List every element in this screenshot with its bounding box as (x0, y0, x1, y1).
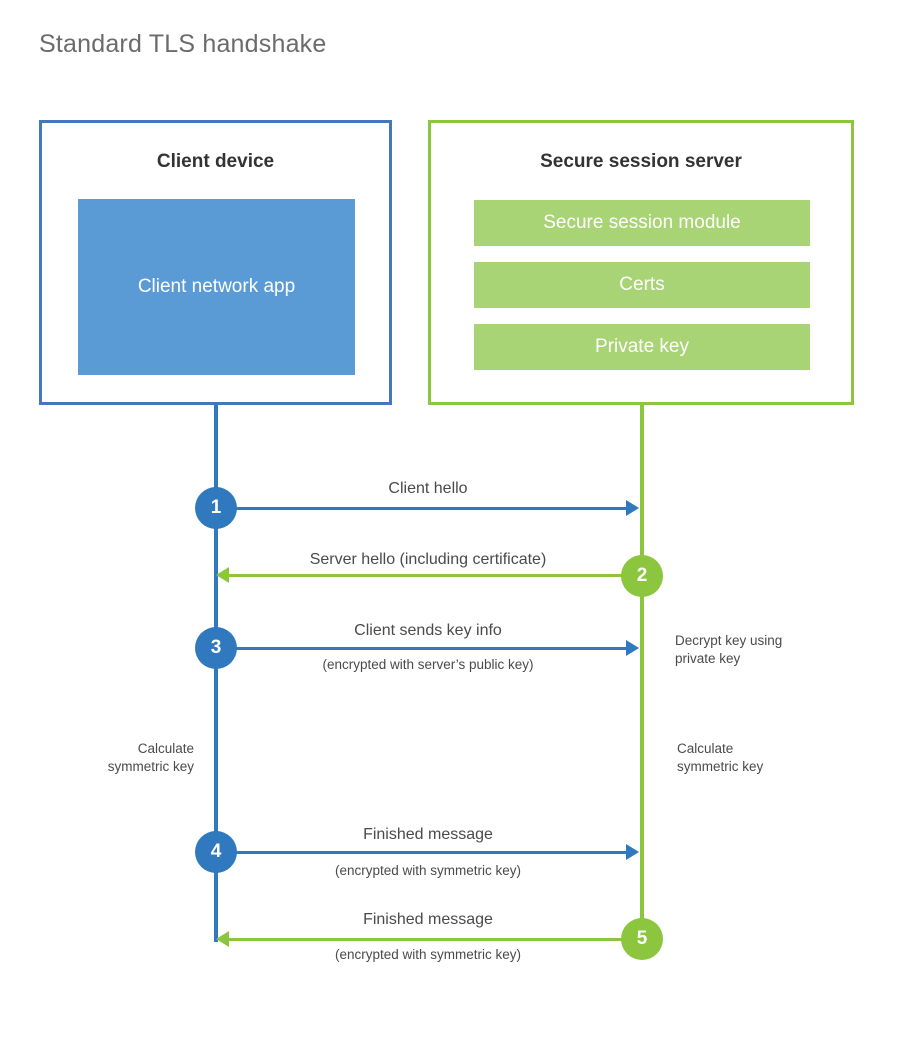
annotation-client-calc-line-1: Calculate (137, 741, 194, 756)
secure-session-server-title: Secure session server (540, 151, 742, 172)
step-1-arrow-line (216, 507, 626, 510)
server-module-list: Secure session module Certs Private key (474, 200, 810, 370)
step-5-label: Finished message (363, 911, 493, 928)
server-module-secure-session-module: Secure session module (474, 200, 810, 246)
step-2-badge: 2 (621, 555, 663, 597)
step-3-arrow-head-right-icon (626, 640, 639, 656)
step-1-label: Client hello (388, 480, 468, 497)
step-4-arrow-line (216, 851, 626, 854)
client-network-app-block: Client network app (78, 199, 355, 375)
client-device-title: Client device (156, 151, 275, 172)
annotation-server-calc-line-1: Calculate (677, 741, 734, 756)
step-3-arrow-line (216, 647, 626, 650)
step-2-arrow-line (228, 574, 628, 577)
annotation-server-decrypt: Decrypt key using private key (675, 632, 875, 668)
annotation-server-decrypt-line-2: private key (675, 651, 741, 667)
page-title: Standard TLS handshake (39, 30, 327, 58)
step-3-sublabel: (encrypted with server’s public key) (322, 657, 534, 672)
step-1-badge: 1 (195, 487, 237, 529)
annotation-server-calc-line-2: symmetric key (677, 759, 764, 775)
client-device-box: Client device Client network app (39, 120, 392, 405)
step-5-badge: 5 (621, 918, 663, 960)
step-5-arrow-line (228, 938, 628, 941)
server-module-private-key: Private key (474, 324, 810, 370)
server-lifeline (640, 405, 644, 939)
step-5-arrow-head-left-icon (216, 931, 229, 947)
step-2-arrow-head-left-icon (216, 567, 229, 583)
step-1-arrow-head-right-icon (626, 500, 639, 516)
step-4-sublabel: (encrypted with symmetric key) (334, 863, 522, 878)
step-3-badge: 3 (195, 627, 237, 669)
server-module-certs: Certs (474, 262, 810, 308)
step-4-arrow-head-right-icon (626, 844, 639, 860)
client-lifeline (214, 405, 218, 942)
step-4-badge: 4 (195, 831, 237, 873)
step-4-label: Finished message (363, 826, 493, 843)
step-5-sublabel: (encrypted with symmetric key) (334, 947, 522, 962)
annotation-server-calculate-symmetric-key: Calculate symmetric key (677, 740, 877, 776)
annotation-client-calculate-symmetric-key: Calculate symmetric key (20, 740, 194, 776)
annotation-server-decrypt-line-1: Decrypt key using (675, 633, 783, 648)
step-2-label: Server hello (including certificate) (309, 551, 547, 568)
annotation-client-calc-line-2: symmetric key (107, 759, 194, 775)
secure-session-server-box: Secure session server Secure session mod… (428, 120, 854, 405)
step-3-label: Client sends key info (354, 622, 502, 639)
